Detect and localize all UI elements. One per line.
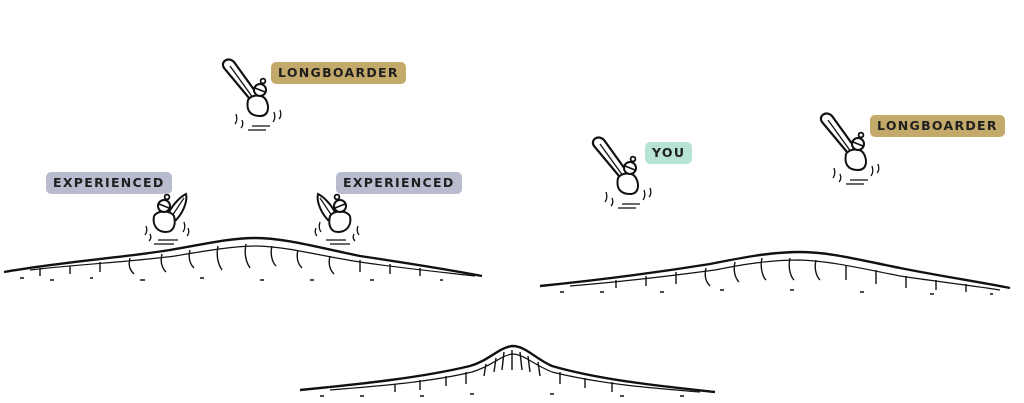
wave-swell-peak	[299, 344, 716, 397]
label-longboarder-left: LONGBOARDER	[271, 62, 406, 84]
label-experienced-right: EXPERIENCED	[336, 172, 462, 194]
label-you: YOU	[645, 142, 693, 164]
label-longboarder-right: LONGBOARDER	[870, 115, 1005, 137]
wave-swell-left	[3, 236, 483, 281]
label-experienced-left: EXPERIENCED	[46, 172, 172, 194]
surfer-icon	[591, 136, 652, 210]
surfer-icon	[314, 193, 360, 245]
surfer-icon	[144, 193, 190, 245]
wave-swell-right	[539, 250, 1011, 295]
